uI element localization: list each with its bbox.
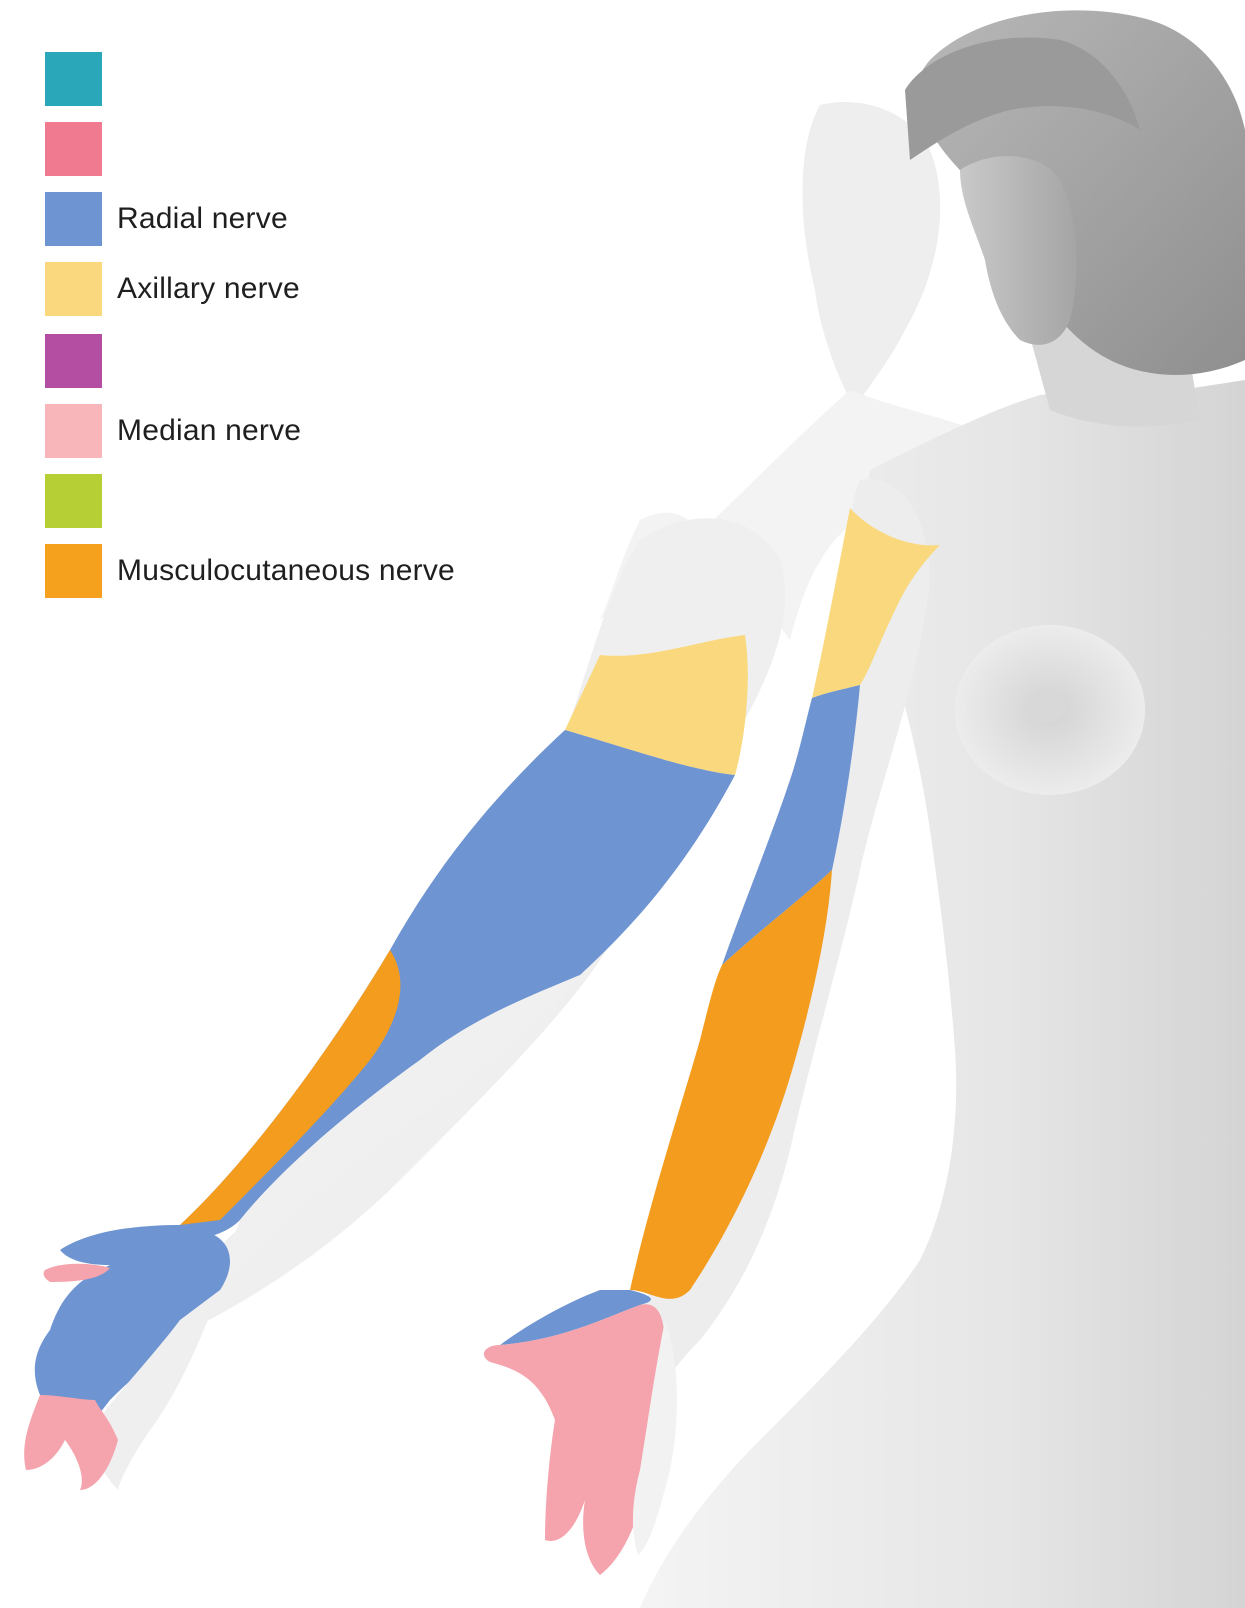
legend-label-median: Median nerve: [117, 414, 301, 448]
nipple: [1026, 694, 1066, 722]
legend-item-green: [45, 474, 117, 528]
legend-item-rose: [45, 122, 117, 176]
legend-swatch-purple: [45, 334, 102, 388]
legend-item-axillary: Axillary nerve: [45, 262, 300, 316]
legend-label-radial: Radial nerve: [117, 202, 288, 236]
legend-swatch-green: [45, 474, 102, 528]
legend-swatch-teal: [45, 52, 102, 106]
legend-item-purple: [45, 334, 117, 388]
legend-label-musculocutaneous: Musculocutaneous nerve: [117, 554, 455, 588]
legend-item-teal: [45, 52, 117, 106]
legend-swatch-median: [45, 404, 102, 458]
legend-swatch-rose: [45, 122, 102, 176]
legend-item-musculocutaneous: Musculocutaneous nerve: [45, 544, 455, 598]
legend-item-radial: Radial nerve: [45, 192, 288, 246]
face: [960, 156, 1077, 345]
front-figure: [640, 10, 1245, 1608]
legend-swatch-musculocutaneous: [45, 544, 102, 598]
legend-label-axillary: Axillary nerve: [117, 272, 300, 306]
legend-item-median: Median nerve: [45, 404, 301, 458]
legend-swatch-radial: [45, 192, 102, 246]
posterior-fingertips-median: [24, 1395, 118, 1490]
legend-swatch-axillary: [45, 262, 102, 316]
